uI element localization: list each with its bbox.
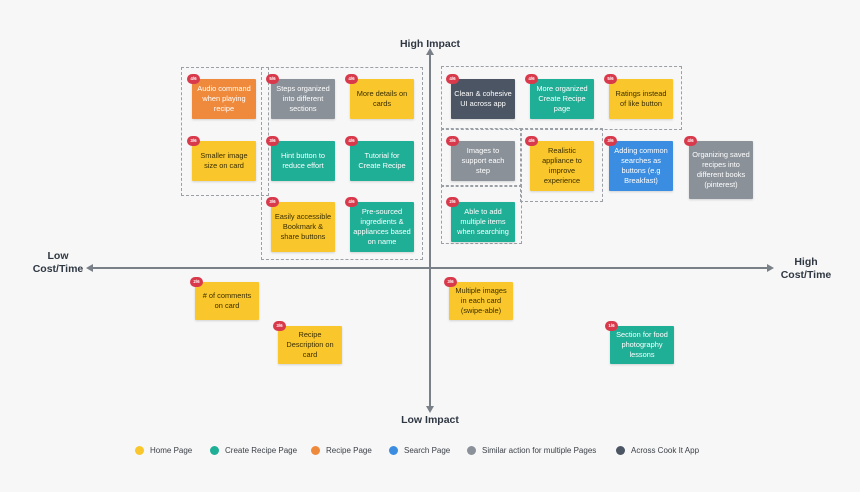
note-text: Multiple images in each card (swipe-able…: [455, 285, 507, 316]
legend: Home Page Create Recipe Page Recipe Page…: [0, 446, 860, 462]
axis-label-high-impact: High Impact: [399, 38, 461, 50]
vote-badge: 2/6: [446, 197, 459, 207]
vote-badge: 3/6: [273, 321, 286, 331]
axis-label-low-cost-line1: Low: [47, 250, 69, 262]
vote-badge: 3/6: [266, 197, 279, 207]
note-text: Audio command when playing recipe: [197, 83, 251, 114]
arrow-left-icon: [86, 264, 93, 272]
note-audio-command: 4/6 Audio command when playing recipe: [187, 74, 256, 119]
legend-dot-icon: [616, 446, 625, 455]
legend-dot-icon: [467, 446, 476, 455]
legend-label: Across Cook It App: [631, 446, 700, 455]
legend-dot-icon: [311, 446, 320, 455]
note-text: More organized Create Recipe page: [536, 83, 588, 114]
note-more-details: 4/6 More details on cards: [345, 74, 414, 119]
note-pre-sourced: 4/6 Pre-sourced ingredients & appliances…: [345, 197, 414, 252]
vote-badge: 1/6: [605, 321, 618, 331]
note-text: Images to support each step: [461, 145, 505, 176]
note-clean-ui: 4/6 Clean & cohesive UI across app: [446, 74, 515, 119]
note-organizing-saved: 4/6 Organizing saved recipes into differ…: [684, 136, 753, 199]
vote-badge: 3/6: [266, 136, 279, 146]
legend-dot-icon: [389, 446, 398, 455]
legend-item-home: Home Page: [135, 446, 192, 455]
vote-badge: 4/6: [684, 136, 697, 146]
note-multiple-images: 3/6 Multiple images in each card (swipe-…: [444, 277, 513, 320]
note-food-photography: 1/6 Section for food photography lessons: [605, 321, 674, 364]
vote-badge: 4/6: [525, 136, 538, 146]
note-hint-button: 3/6 Hint button to reduce effort: [266, 136, 335, 181]
vote-badge: 2/6: [190, 277, 203, 287]
note-smaller-image: 3/6 Smaller image size on card: [187, 136, 256, 181]
axis-label-low-impact: Low Impact: [401, 414, 459, 426]
vote-badge: 5/6: [266, 74, 279, 84]
note-text: Realistic appliance to improve experienc…: [542, 145, 582, 186]
group-right-top: [441, 66, 682, 130]
legend-label: Search Page: [404, 446, 451, 455]
note-ratings: 5/6 Ratings instead of like button: [604, 74, 673, 119]
note-text: Smaller image size on card: [200, 150, 248, 170]
note-text: Section for food photography lessons: [616, 329, 668, 360]
legend-label: Similar action for multiple Pages: [482, 446, 597, 455]
note-text: Easily accessible Bookmark & share butto…: [274, 211, 332, 242]
legend-item-search: Search Page: [389, 446, 450, 455]
note-images-steps: 3/6 Images to support each step: [446, 136, 515, 181]
note-text: Clean & cohesive UI across app: [454, 88, 512, 108]
legend-dot-icon: [135, 446, 144, 455]
note-text: Organizing saved recipes into different …: [692, 149, 750, 190]
note-text: # of comments on card: [202, 290, 252, 310]
note-organized-create: 4/6 More organized Create Recipe page: [525, 74, 594, 119]
vote-badge: 4/6: [446, 74, 459, 84]
arrow-right-icon: [767, 264, 774, 272]
legend-dot-icon: [210, 446, 219, 455]
vote-badge: 3/6: [187, 136, 200, 146]
note-text: More details on cards: [356, 88, 408, 108]
note-multiple-items: 2/6 Able to add multiple items when sear…: [446, 197, 515, 242]
axis-label-low-cost: Low Cost/Time: [28, 250, 88, 276]
legend-label: Create Recipe Page: [225, 446, 298, 455]
legend-item-cook: Across Cook It App: [616, 446, 699, 455]
note-tutorial: 4/6 Tutorial for Create Recipe: [345, 136, 414, 181]
group-right-search: [441, 185, 522, 244]
group-left-upper: [181, 67, 269, 196]
legend-item-multi: Similar action for multiple Pages: [467, 446, 596, 455]
note-text: Adding common searches as buttons (e.g B…: [614, 145, 668, 186]
note-bookmark-share: 3/6 Easily accessible Bookmark & share b…: [266, 197, 335, 252]
vote-badge: 4/6: [345, 136, 358, 146]
vote-badge: 3/6: [604, 136, 617, 146]
note-steps-organized: 5/6 Steps organized into different secti…: [266, 74, 335, 119]
note-text: Ratings instead of like button: [615, 88, 667, 108]
vote-badge: 5/6: [604, 74, 617, 84]
note-recipe-description: 3/6 Recipe Description on card: [273, 321, 342, 364]
arrow-up-icon: [426, 48, 434, 55]
group-right-mid: [520, 128, 603, 202]
impact-axis: [429, 54, 431, 407]
vote-badge: 4/6: [345, 74, 358, 84]
note-text: Steps organized into different sections: [276, 83, 330, 114]
group-right-images: [441, 128, 522, 187]
vote-badge: 4/6: [187, 74, 200, 84]
note-text: Pre-sourced ingredients & appliances bas…: [353, 206, 411, 247]
legend-item-create: Create Recipe Page: [210, 446, 297, 455]
note-text: Hint button to reduce effort: [281, 150, 325, 170]
axis-label-high-cost-line2: Cost/Time: [780, 269, 832, 282]
note-text: Recipe Description on card: [286, 329, 334, 360]
note-common-searches: 3/6 Adding common searches as buttons (e…: [604, 136, 673, 191]
vote-badge: 4/6: [345, 197, 358, 207]
vote-badge: 3/6: [444, 277, 457, 287]
legend-label: Recipe Page: [326, 446, 372, 455]
note-realistic-appliance: 4/6 Realistic appliance to improve exper…: [525, 136, 594, 191]
note-text: Able to add multiple items when searchin…: [457, 206, 509, 237]
legend-label: Home Page: [150, 446, 193, 455]
arrow-down-icon: [426, 406, 434, 413]
note-text: Tutorial for Create Recipe: [358, 150, 406, 170]
legend-item-recipe: Recipe Page: [311, 446, 372, 455]
axis-label-high-cost-line1: High: [794, 256, 818, 268]
axis-label-high-cost: High Cost/Time: [776, 256, 836, 282]
vote-badge: 4/6: [525, 74, 538, 84]
group-left-main: [261, 67, 423, 260]
vote-badge: 3/6: [446, 136, 459, 146]
axis-label-low-cost-line2: Cost/Time: [32, 263, 84, 276]
note-comments: 2/6 # of comments on card: [190, 277, 259, 320]
